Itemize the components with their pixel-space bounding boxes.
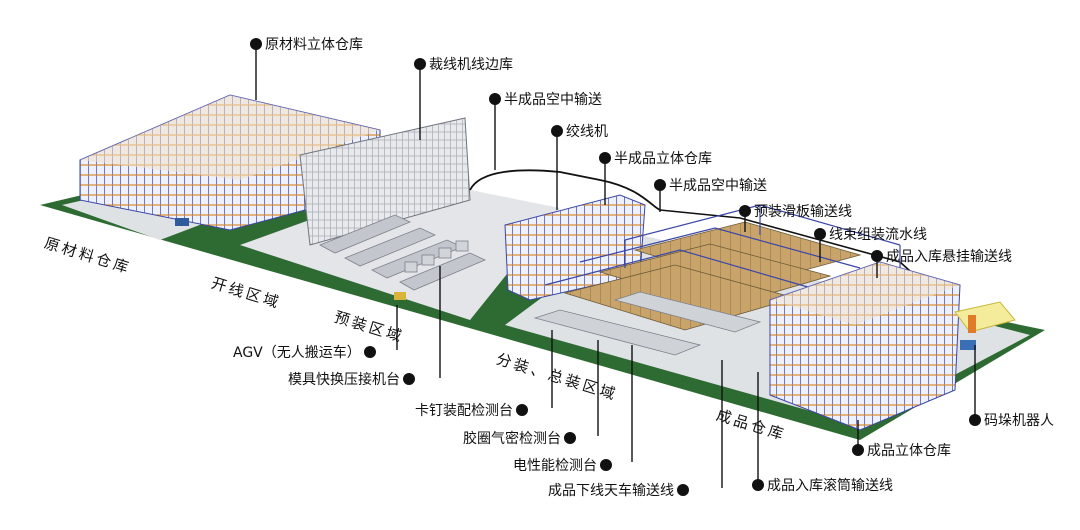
cutting-side-rack [299,117,471,246]
callout-dot-icon [516,404,528,416]
callout-clip-test: 卡钉装配检测台 [415,400,528,420]
callout-twisting: 绞线机 [551,121,608,141]
press-stations [404,240,469,273]
finished-rack-top [770,262,960,325]
callout-seal-test: 胶圈气密检测台 [463,428,576,448]
assembly-frames [544,204,901,293]
callout-dot-icon [969,414,981,426]
callout-roller-conveyor: 成品入库滚筒输送线 [752,475,893,495]
callout-agv: AGV（无人搬运车） [233,342,376,362]
callout-dot-icon [852,444,864,456]
callout-finished-ashr: 成品立体仓库 [852,440,951,460]
callout-mold-press: 模具快换压接机台 [288,369,415,389]
callout-raw-ashr: 原材料立体仓库 [250,34,363,54]
raw-rack-top [80,95,380,180]
callout-preassembly-skid: 预装滑板输送线 [739,201,852,221]
callout-dot-icon [600,459,612,471]
overhead-conveyor-1 [469,169,661,211]
callout-dot-icon [752,479,764,491]
callout-dot-icon [414,58,426,70]
callout-dot-icon [551,125,563,137]
agv-yellow [394,292,406,300]
callout-crane-conveyor: 成品下线天车输送线 [548,480,689,500]
test-stations [533,291,762,356]
callout-palletizer: 码垛机器人 [969,410,1054,430]
palletizer-cell [954,301,1016,350]
callout-dot-icon [871,250,883,262]
callout-electrical-test: 电性能检测台 [513,455,612,475]
callout-dot-icon [677,484,689,496]
callout-dot-icon [739,205,751,217]
callout-dot-icon [599,152,611,164]
callout-cutting-side: 裁线机线边库 [414,54,513,74]
callout-semi-ashr: 半成品立体仓库 [599,148,712,168]
callout-dot-icon [250,38,262,50]
agv-raw [175,218,189,226]
callout-dot-icon [363,346,376,358]
callout-semi-conveyor-1: 半成品空中输送 [489,89,602,109]
callout-dot-icon [654,179,666,191]
callout-dot-icon [814,228,826,240]
callout-finished-hanging: 成品入库悬挂输送线 [871,246,1012,266]
callout-dot-icon [489,93,501,105]
callout-dot-icon [564,432,576,444]
callout-semi-conveyor-2: 半成品空中输送 [654,175,767,195]
callout-harness-line: 线束组装流水线 [814,224,927,244]
callout-dot-icon [403,373,415,385]
skid-lines [563,221,862,331]
floor-cutting-preassembly [240,180,560,320]
